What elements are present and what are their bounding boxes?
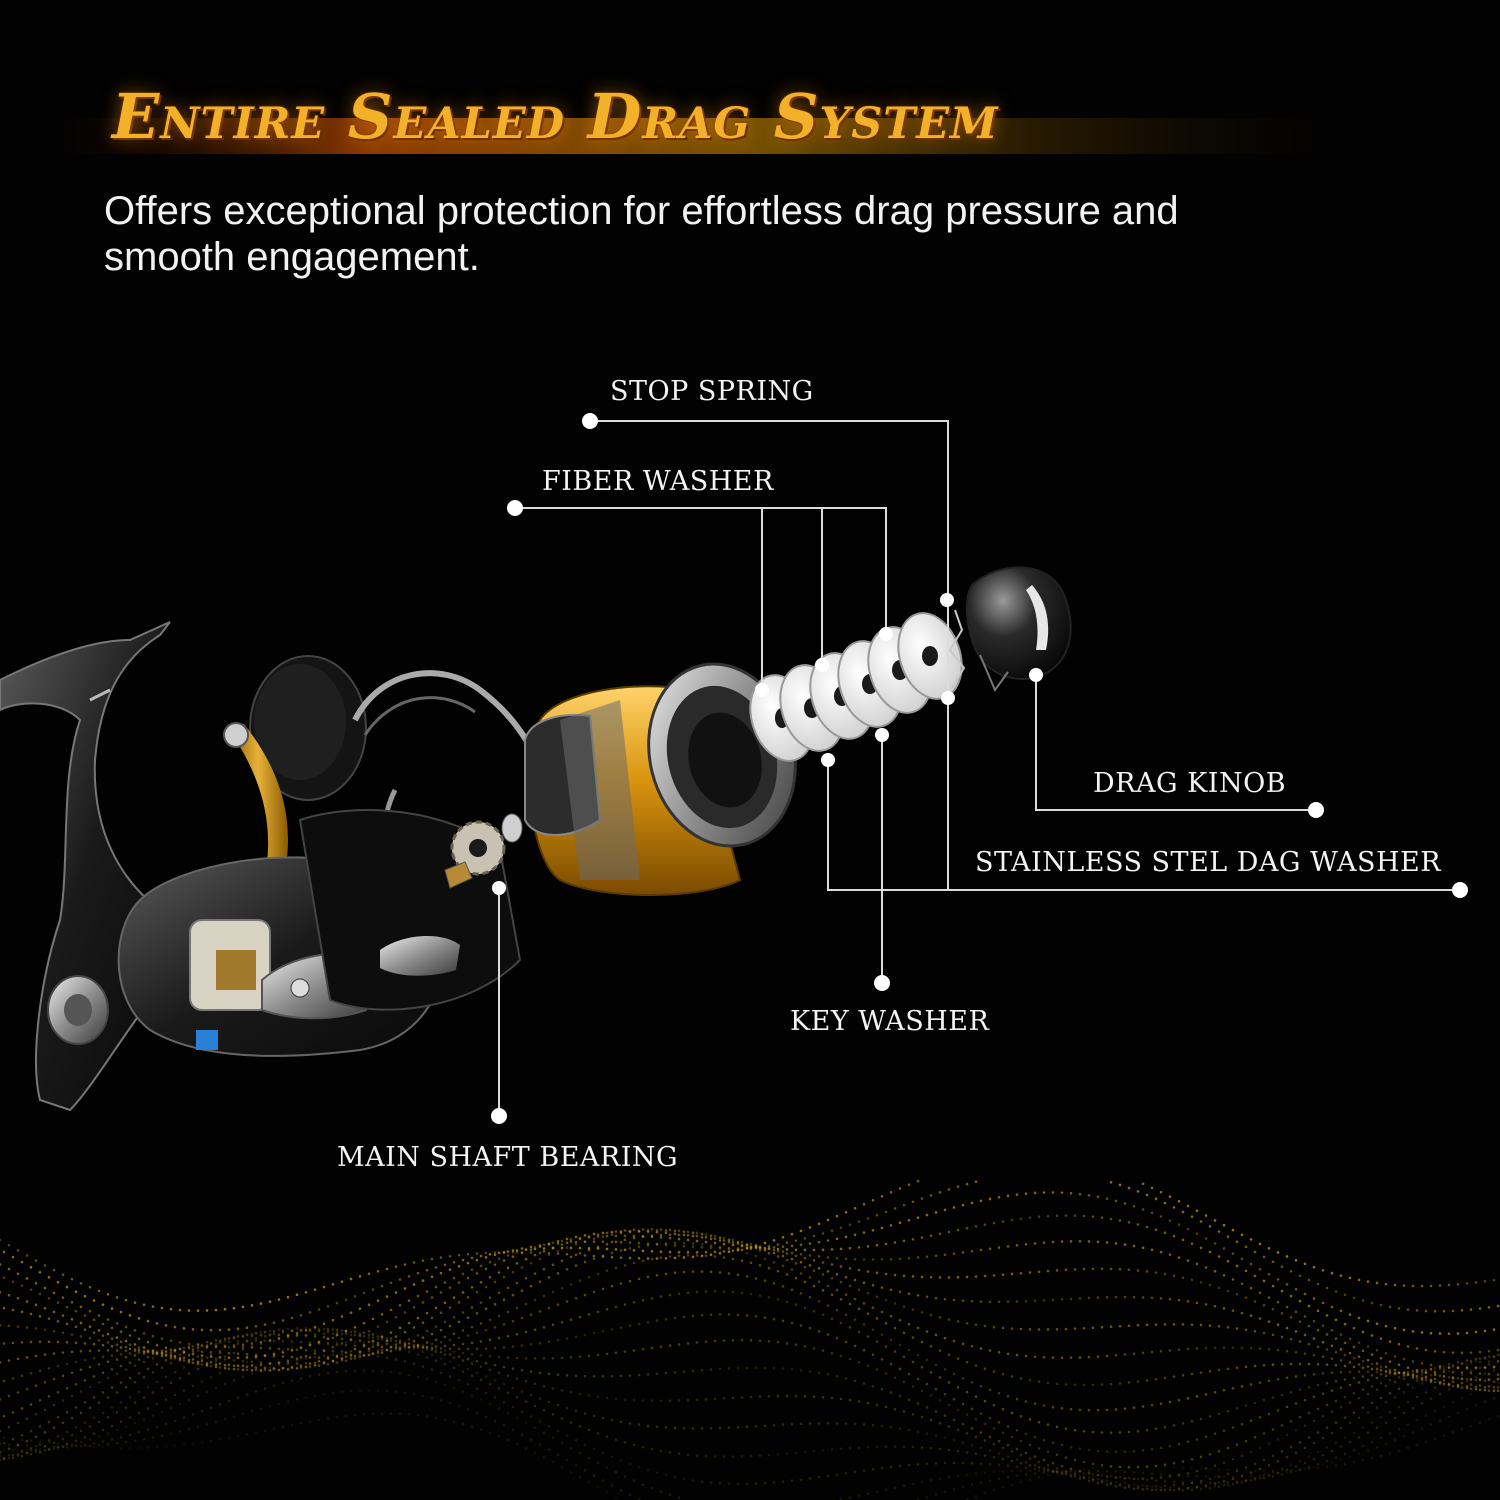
- headline: Entire Sealed Drag System: [112, 80, 999, 153]
- spool: [524, 662, 797, 896]
- callout-stainless-steel-drag-washer: STAINLESS STEL DAG WASHER: [975, 847, 1442, 878]
- header-glow: [50, 118, 1340, 154]
- callout-drag-knob: DRAG KINOB: [1093, 768, 1287, 799]
- callout-main-shaft-bearing: MAIN SHAFT BEARING: [337, 1142, 679, 1173]
- callout-stop-spring: STOP SPRING: [610, 376, 814, 407]
- callout-dots: [491, 413, 1468, 1124]
- callout-key-washer: KEY WASHER: [790, 1006, 990, 1037]
- callout-fiber-washer: FIBER WASHER: [542, 466, 774, 497]
- drag-washers: [749, 609, 966, 762]
- callout-lines: [498, 420, 1460, 1116]
- drag-knob: [965, 566, 1072, 693]
- subheadline: Offers exceptional protection for effort…: [104, 189, 1179, 279]
- reel-body: [0, 621, 543, 1112]
- golden-wave-background: [0, 1179, 1500, 1500]
